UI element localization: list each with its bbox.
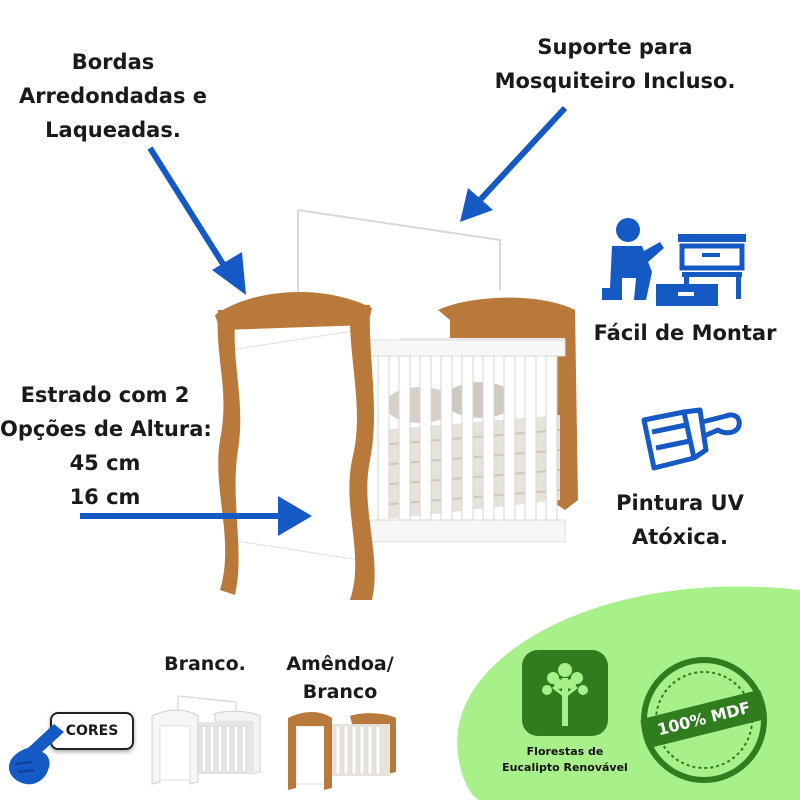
option-amendoa-label-line-1: Amêndoa/ <box>286 653 394 675</box>
callout-pintura: Pintura UV Atóxica. <box>585 486 775 554</box>
callout-bordas-line-1: Bordas <box>71 50 155 74</box>
callout-estrado-line-1: Estrado com 2 <box>20 383 190 407</box>
assembly-icon <box>602 218 746 306</box>
arrow-bordas <box>147 146 246 295</box>
callout-montar-text: Fácil de Montar <box>593 321 777 345</box>
arrow-suporte <box>460 105 568 222</box>
callout-montar: Fácil de Montar <box>580 316 790 350</box>
option-amendoa-label: Amêndoa/ Branco <box>270 650 410 706</box>
pointing-hand-icon <box>8 724 65 785</box>
mdf-seal <box>640 657 767 783</box>
crib-illustration <box>215 209 578 600</box>
callout-bordas: Bordas Arredondadas e Laqueadas. <box>8 45 218 147</box>
arrow-estrado <box>80 496 312 536</box>
option-branco-label-line-1: Branco. <box>164 653 246 675</box>
tree-badge <box>522 650 608 736</box>
option-amendoa-label-line-2: Branco <box>302 681 378 703</box>
florestas-caption: Florestas de Eucalipto Renovável <box>484 744 646 776</box>
callout-estrado-line-3: 45 cm <box>69 451 141 475</box>
option-branco-label: Branco. <box>140 650 270 678</box>
callout-estrado-line-2: Opções de Altura: <box>0 417 212 441</box>
callout-suporte-line-2: Mosquiteiro Incluso. <box>494 69 736 93</box>
callout-bordas-line-2: Arredondadas e <box>18 84 208 108</box>
callout-suporte-line-1: Suporte para <box>537 35 693 59</box>
callout-suporte: Suporte para Mosquiteiro Incluso. <box>480 30 750 98</box>
cores-button[interactable]: CORES <box>50 712 134 750</box>
callout-estrado: Estrado com 2 Opções de Altura: 45 cm 16… <box>0 378 212 514</box>
callout-pintura-line-2: Atóxica. <box>631 525 729 549</box>
option-branco-thumbnail[interactable] <box>148 692 266 788</box>
callout-estrado-line-4: 16 cm <box>69 485 141 509</box>
florestas-caption-line-2: Eucalipto Renovável <box>502 761 628 774</box>
callout-bordas-line-3: Laqueadas. <box>45 118 181 142</box>
paint-brush-icon <box>641 407 742 471</box>
callout-pintura-line-1: Pintura UV <box>616 491 744 515</box>
option-amendoa-thumbnail[interactable] <box>284 700 400 792</box>
florestas-caption-line-1: Florestas de <box>526 745 604 758</box>
